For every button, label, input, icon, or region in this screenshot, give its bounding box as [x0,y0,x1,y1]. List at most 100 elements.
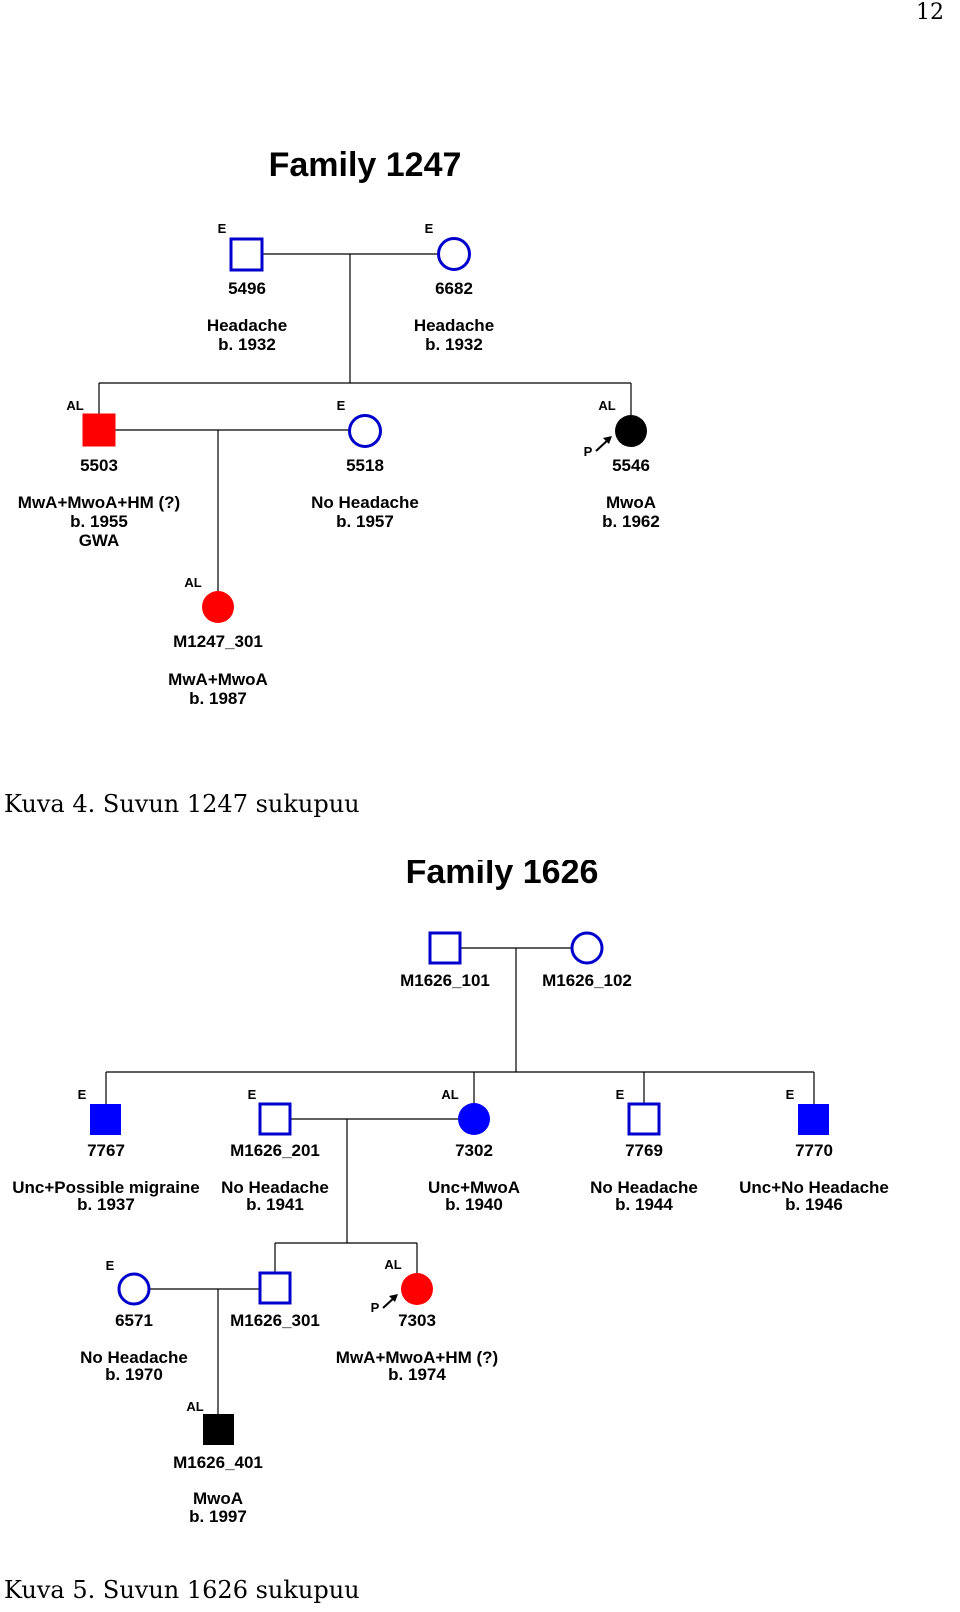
pedigree-title: Family 1626 [406,860,599,891]
birth-year: b. 1940 [445,1195,503,1214]
phenotype: MwoA [606,493,656,512]
person-id: 7767 [87,1141,125,1160]
person-id: 5546 [612,456,650,475]
person-id: M1626_201 [230,1141,320,1160]
birth-year: b. 1941 [246,1195,304,1214]
birth-year: b. 1955 [70,512,128,531]
proband-arrow-icon [595,436,612,452]
female-unaffected-symbol [117,1272,151,1306]
phenotype: MwA+MwoA+HM (?) [18,493,180,512]
female-unaffected-symbol [437,237,471,271]
pedigree-family-1626: Family 1626 M1626_101 M1626_102 E 7767 U… [12,860,889,1526]
status-code: AL [384,1257,401,1272]
phenotype: MwA+MwoA+HM (?) [336,1348,498,1367]
person-6682: E 6682 Headache b. 1932 [414,221,494,354]
status-code: E [218,221,227,236]
female-affected-symbol [202,591,234,623]
person-M1247-301: AL M1247_301 MwA+MwoA b. 1987 [168,575,268,708]
status-code: AL [598,398,615,413]
person-id: 7769 [625,1141,663,1160]
person-5503: AL 5503 MwA+MwoA+HM (?) b. 1955 GWA [18,398,180,550]
figure-caption: Kuva 4. Suvun 1247 sukupuu [4,790,360,818]
person-5496: E 5496 Headache b. 1932 [207,221,287,354]
birth-year: b. 1932 [425,335,483,354]
male-affected-symbol [203,1414,234,1445]
birth-year: b. 1962 [602,512,660,531]
person-7769: E 7769 No Headache b. 1944 [590,1087,698,1214]
birth-year: b. 1974 [388,1365,446,1384]
proband-label: P [371,1300,380,1315]
status-code: AL [186,1399,203,1414]
person-M1626-101: M1626_101 [400,931,490,990]
status-code: AL [441,1087,458,1102]
male-affected-symbol [82,413,116,447]
phenotype: Unc+No Headache [739,1178,889,1197]
status-code: AL [184,575,201,590]
birth-year: b. 1957 [336,512,394,531]
birth-year: b. 1997 [189,1507,247,1526]
person-id: M1626_101 [400,971,490,990]
person-id: 7770 [795,1141,833,1160]
page-number: 12 [916,0,944,25]
person-id: M1247_301 [173,632,263,651]
person-id: 5503 [80,456,118,475]
person-7767: E 7767 Unc+Possible migraine b. 1937 [12,1087,200,1214]
status-code: E [248,1087,257,1102]
study-tag: GWA [79,531,120,550]
phenotype: No Headache [221,1178,329,1197]
phenotype: No Headache [80,1348,188,1367]
pedigree-title: Family 1247 [269,146,462,184]
male-unaffected-symbol [627,1102,661,1136]
birth-year: b. 1987 [189,689,247,708]
person-id: M1626_301 [230,1311,320,1330]
proband-arrow-icon [382,1294,398,1309]
male-unaffected-symbol [258,1271,292,1305]
birth-year: b. 1932 [218,335,276,354]
person-M1626-401: AL M1626_401 MwoA b. 1997 [173,1399,263,1526]
person-7303: AL P 7303 MwA+MwoA+HM (?) b. 1974 [336,1257,498,1384]
person-id: 7303 [398,1311,436,1330]
female-affected-symbol [615,415,647,447]
status-code: AL [66,398,83,413]
pedigree-family-1247: Family 1247 E 5496 Headache b. 1932 E 66… [18,146,660,708]
person-M1626-201: E M1626_201 No Headache b. 1941 [221,1087,329,1214]
birth-year: b. 1944 [615,1195,673,1214]
status-code: E [337,398,346,413]
proband-label: P [584,444,593,459]
person-id: M1626_102 [542,971,632,990]
status-code: E [786,1087,795,1102]
person-id: 6682 [435,279,473,298]
status-code: E [425,221,434,236]
phenotype: MwA+MwoA [168,670,268,689]
person-5518: E 5518 No Headache b. 1957 [311,398,419,531]
phenotype: Unc+MwoA [428,1178,520,1197]
person-M1626-301: M1626_301 [230,1271,320,1330]
male-unaffected-symbol [229,237,264,272]
person-id: 5518 [346,456,384,475]
person-7302: AL 7302 Unc+MwoA b. 1940 [428,1087,520,1214]
person-M1626-102: M1626_102 [542,931,632,990]
female-affected-symbol [401,1273,433,1305]
phenotype: No Headache [311,493,419,512]
phenotype: MwoA [193,1489,243,1508]
male-unaffected-symbol [428,931,462,965]
female-unaffected-symbol [570,931,604,965]
male-affected-symbol [798,1104,829,1135]
person-id: 6571 [115,1311,153,1330]
status-code: E [106,1258,115,1273]
person-id: M1626_401 [173,1453,263,1472]
phenotype: Headache [414,316,494,335]
phenotype: Headache [207,316,287,335]
male-unaffected-symbol [258,1102,292,1136]
female-affected-symbol [458,1103,490,1135]
phenotype: No Headache [590,1178,698,1197]
phenotype: Unc+Possible migraine [12,1178,200,1197]
male-affected-symbol [90,1104,121,1135]
birth-year: b. 1946 [785,1195,843,1214]
person-7770: E 7770 Unc+No Headache b. 1946 [739,1087,889,1214]
person-id: 7302 [455,1141,493,1160]
birth-year: b. 1937 [77,1195,135,1214]
figure-caption: Kuva 5. Suvun 1626 sukupuu [4,1576,360,1604]
status-code: E [616,1087,625,1102]
birth-year: b. 1970 [105,1365,163,1384]
